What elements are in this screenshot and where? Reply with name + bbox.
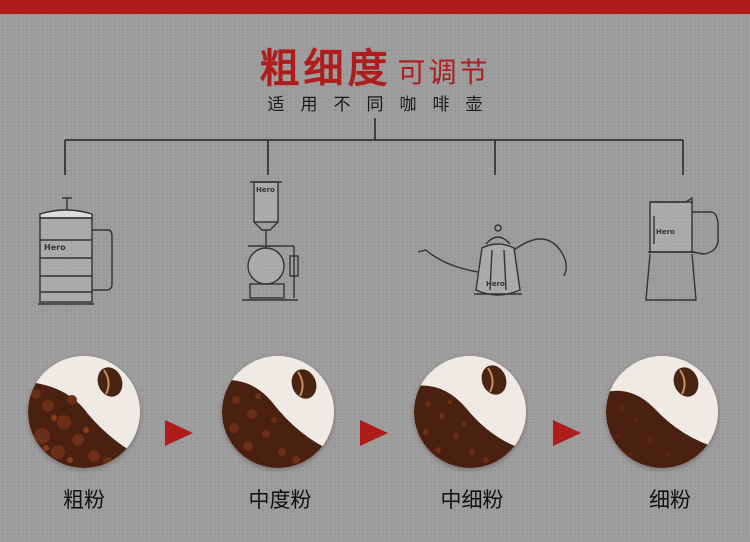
title-sub: 可调节 bbox=[397, 56, 491, 89]
brand-text: Hero bbox=[256, 186, 275, 194]
grind-medium-coarse-image bbox=[222, 356, 334, 468]
grind-medium-fine-image bbox=[414, 356, 526, 468]
grind-label-fine: 细粉 bbox=[649, 488, 691, 512]
gooseneck-kettle-icon: Hero bbox=[417, 224, 567, 296]
connector-lines bbox=[64, 118, 684, 175]
grind-fine-image bbox=[606, 356, 718, 468]
page-title: 粗细度可调节 bbox=[0, 36, 750, 94]
grind-label-medium-fine: 中细粉 bbox=[440, 488, 504, 512]
grind-coarse-image bbox=[28, 356, 140, 468]
arrow-right-icon bbox=[553, 420, 581, 446]
moka-pot-icon: Hero bbox=[645, 196, 719, 301]
brand-text: Hero bbox=[656, 228, 675, 236]
grind-label-coarse: 粗粉 bbox=[63, 488, 105, 512]
title-main: 粗细度 bbox=[259, 46, 392, 92]
grind-label-medium-coarse: 中度粉 bbox=[248, 488, 312, 512]
siphon-pot-icon: Hero bbox=[242, 181, 299, 301]
top-accent-bar bbox=[0, 0, 750, 14]
brand-text: Hero bbox=[486, 280, 505, 288]
arrow-right-icon bbox=[165, 420, 193, 446]
page-subtitle: 适用不同咖啡壶 bbox=[267, 95, 499, 115]
brand-text: Hero bbox=[44, 243, 66, 252]
arrow-right-icon bbox=[360, 420, 388, 446]
french-press-icon: Hero bbox=[38, 197, 113, 305]
